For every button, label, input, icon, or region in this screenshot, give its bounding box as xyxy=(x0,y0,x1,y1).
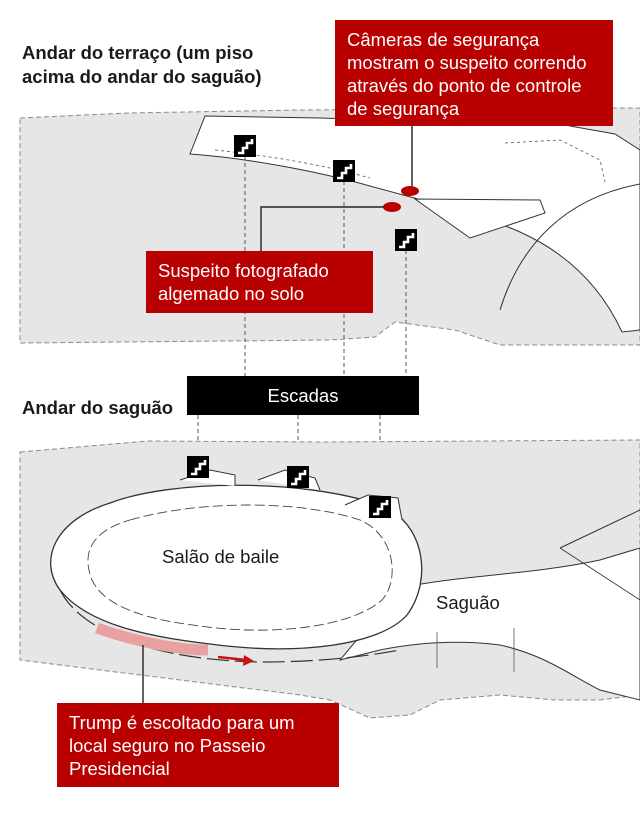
suspect-callout: Suspeito fotografado algemado no solo xyxy=(146,251,373,313)
stairs-icon xyxy=(331,158,357,184)
lobby-floor-label: Andar do saguão xyxy=(22,397,174,418)
stairs-icon xyxy=(367,494,393,520)
lobby-room-label: Saguão xyxy=(436,592,500,613)
ballroom-label: Salão de baile xyxy=(162,546,280,567)
escort-direction-arrow xyxy=(217,655,247,662)
security-camera-marker xyxy=(401,186,419,196)
terrace-floor-label: Andar do terraço (um piso acima do andar… xyxy=(22,42,262,87)
trump-callout: Trump é escoltado para um local seguro n… xyxy=(57,703,339,787)
ballroom-wall xyxy=(50,484,423,650)
suspect-location-marker xyxy=(383,202,401,212)
cameras-callout: Câmeras de segurança mostram o suspeito … xyxy=(335,20,613,126)
stairs-icon xyxy=(285,464,311,490)
stairs-icon xyxy=(232,133,258,159)
escort-route xyxy=(95,622,209,656)
stairs-icon xyxy=(393,227,419,253)
stairs-label: Escadas xyxy=(187,376,419,415)
stairs-icon xyxy=(185,454,211,480)
